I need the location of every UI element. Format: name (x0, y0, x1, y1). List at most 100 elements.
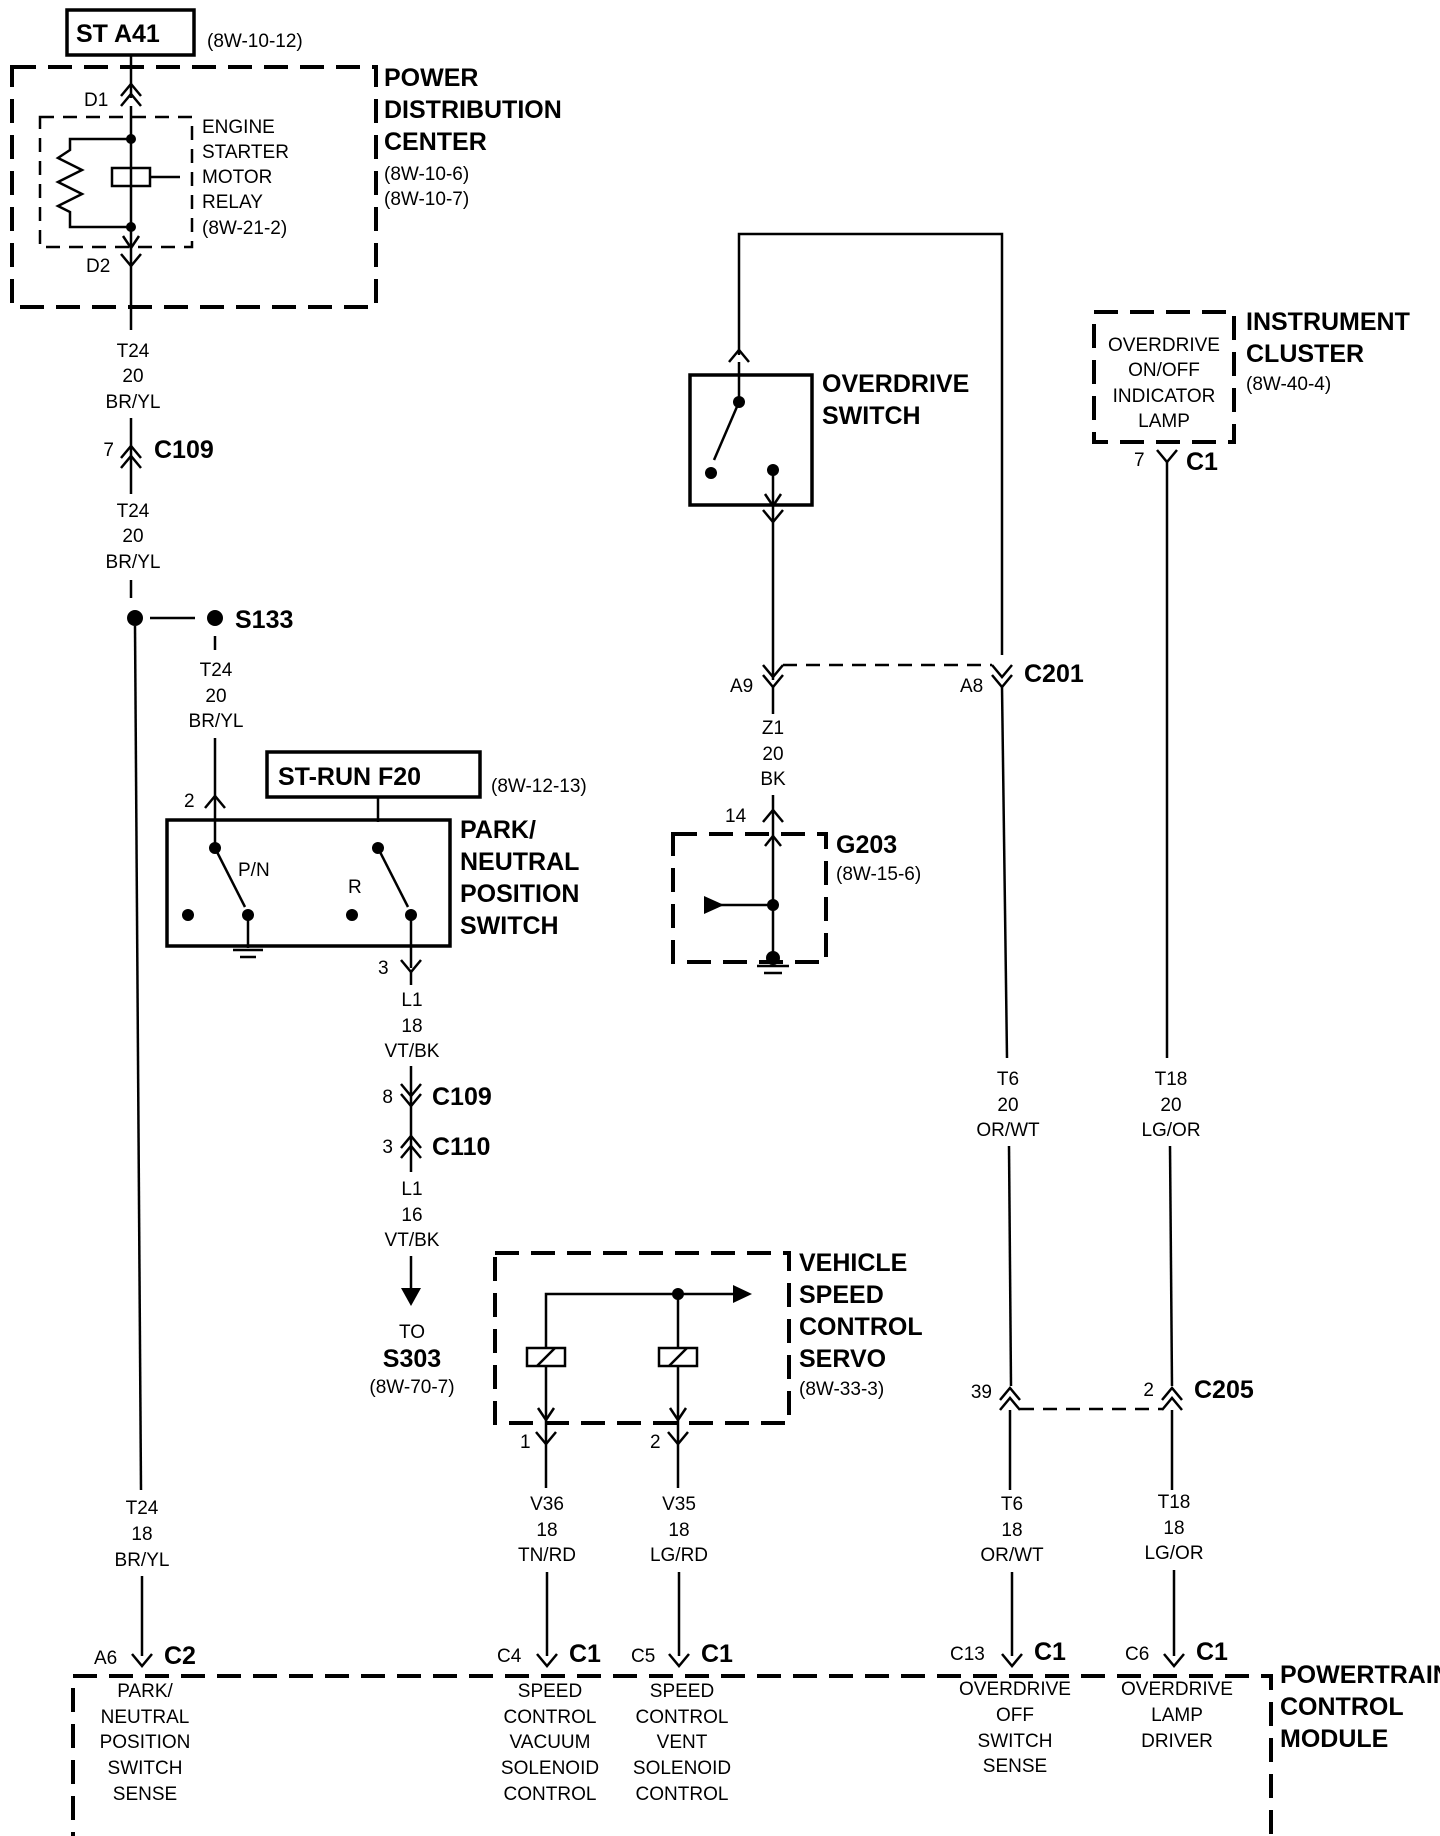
svg-text:OVERDRIVE: OVERDRIVE (959, 1679, 1071, 1700)
wire-label-t6-a: T6 20 OR/WT (976, 1069, 1040, 1141)
g203-outline (671, 832, 828, 964)
ic-title: INSTRUMENT CLUSTER (1246, 308, 1410, 368)
pcm-conn-c1-c: C1 (1034, 1638, 1066, 1666)
svg-text:(8W-21-2): (8W-21-2) (202, 218, 287, 239)
pcm-conn-c1-d: C1 (1196, 1638, 1228, 1666)
vsc-title: VEHICLE SPEED CONTROL SERVO (799, 1249, 923, 1373)
svg-text:PARK/: PARK/ (117, 1681, 173, 1702)
svg-text:T6: T6 (1001, 1494, 1023, 1515)
svg-text:SENSE: SENSE (113, 1784, 177, 1805)
pdc-ref-2: (8W-10-7) (384, 189, 469, 210)
connector-pn-in (204, 794, 226, 809)
pn-pin-out: 3 (378, 958, 389, 979)
pn-contact-pn-label: P/N (238, 860, 270, 881)
od-arrow (763, 493, 783, 509)
svg-text:18: 18 (668, 1520, 689, 1541)
wire-label-z1: Z1 20 BK (760, 718, 786, 790)
svg-text:20: 20 (122, 526, 143, 547)
svg-text:INDICATOR: INDICATOR (1113, 386, 1216, 407)
od-contact-open (705, 467, 717, 479)
vsc-supply-arrow (733, 1285, 752, 1303)
g203-name: G203 (836, 831, 897, 859)
svg-text:RELAY: RELAY (202, 192, 263, 213)
svg-text:CLUSTER: CLUSTER (1246, 340, 1364, 368)
c109-top-name: C109 (154, 436, 214, 464)
connector-c109-mid (400, 1083, 422, 1108)
svg-text:POSITION: POSITION (460, 880, 579, 908)
wire-label-t6-b: T6 18 OR/WT (980, 1494, 1044, 1566)
connector-pcm-c5 (668, 1653, 690, 1668)
svg-text:INSTRUMENT: INSTRUMENT (1246, 308, 1410, 336)
svg-text:T24: T24 (126, 1498, 159, 1519)
c201-pin-a8: A8 (960, 676, 983, 697)
svg-text:DRIVER: DRIVER (1141, 1731, 1213, 1752)
svg-text:SPEED: SPEED (650, 1681, 714, 1702)
svg-text:20: 20 (762, 744, 783, 765)
svg-text:ENGINE: ENGINE (202, 117, 275, 138)
connector-pcm-a6 (131, 1653, 153, 1668)
c201-name: C201 (1024, 660, 1084, 688)
svg-text:STARTER: STARTER (202, 142, 289, 163)
pcm-label-vacuum: SPEED CONTROL VACUUM SOLENOID CONTROL (501, 1681, 599, 1805)
svg-text:SWITCH: SWITCH (460, 912, 559, 940)
svg-text:18: 18 (536, 1520, 557, 1541)
svg-text:SWITCH: SWITCH (108, 1758, 183, 1779)
svg-text:SWITCH: SWITCH (822, 402, 921, 430)
svg-text:OR/WT: OR/WT (976, 1120, 1040, 1141)
svg-text:LAMP: LAMP (1151, 1705, 1203, 1726)
pdc-ref-1: (8W-10-6) (384, 164, 469, 185)
fuse-st-run-f20-label: ST-RUN F20 (278, 763, 421, 791)
svg-text:16: 16 (401, 1205, 422, 1226)
wire-t6-seg1 (1000, 686, 1009, 1059)
pcm-label-od-sense: OVERDRIVE OFF SWITCH SENSE (959, 1679, 1071, 1777)
svg-text:BK: BK (760, 769, 786, 790)
svg-text:CONTROL: CONTROL (799, 1313, 923, 1341)
pcm-conn-c2: C2 (164, 1642, 196, 1670)
wire-label-l1-b: L1 16 VT/BK (385, 1179, 440, 1251)
pcm-conn-c1-b: C1 (701, 1640, 733, 1668)
connector-ic-c1 (1156, 449, 1178, 464)
to-label: TO (399, 1322, 425, 1343)
wire-label-t18-a: T18 20 LG/OR (1141, 1069, 1200, 1141)
c110-pin: 3 (382, 1137, 393, 1158)
svg-text:T24: T24 (117, 501, 150, 522)
svg-text:L1: L1 (401, 1179, 422, 1200)
c201-pin-a9: A9 (730, 676, 753, 697)
c109-mid-name: C109 (432, 1083, 492, 1111)
pin-d1: D1 (84, 90, 108, 111)
pcm-outline (71, 1674, 1273, 1836)
c205-pin-2: 2 (1143, 1380, 1154, 1401)
g203-arrow (764, 833, 782, 847)
svg-text:TN/RD: TN/RD (518, 1545, 576, 1566)
vacuum-solenoid-arrow (536, 1407, 556, 1423)
svg-text:VACUUM: VACUUM (510, 1732, 591, 1753)
wire-label-t24-c: T24 20 BR/YL (189, 660, 244, 732)
splice-s133-label: S133 (235, 606, 293, 634)
pcm-pin-c4: C4 (497, 1646, 522, 1667)
fuse-st-run-f20-ref: (8W-12-13) (491, 776, 587, 797)
svg-text:PARK/: PARK/ (460, 816, 536, 844)
svg-text:VEHICLE: VEHICLE (799, 1249, 907, 1277)
svg-text:OVERDRIVE: OVERDRIVE (1108, 335, 1220, 356)
svg-text:20: 20 (997, 1095, 1018, 1116)
svg-text:POSITION: POSITION (100, 1732, 191, 1753)
pcm-label-vent: SPEED CONTROL VENT SOLENOID CONTROL (633, 1681, 731, 1805)
pcm-label-pn-sense: PARK/ NEUTRAL POSITION SWITCH SENSE (100, 1681, 191, 1805)
svg-text:CONTROL: CONTROL (636, 1784, 729, 1805)
svg-text:LAMP: LAMP (1138, 411, 1190, 432)
wire-label-t18-b: T18 18 LG/OR (1144, 1492, 1203, 1564)
svg-text:NEUTRAL: NEUTRAL (101, 1707, 190, 1728)
pcm-pin-c6: C6 (1125, 1644, 1149, 1665)
wire-t24-long (133, 625, 143, 1491)
ic-pin: 7 (1134, 450, 1145, 471)
svg-text:OFF: OFF (996, 1705, 1034, 1726)
svg-text:T6: T6 (997, 1069, 1019, 1090)
c109-mid-pin: 8 (382, 1087, 393, 1108)
connector-od-bottom (762, 509, 784, 524)
svg-text:BR/YL: BR/YL (189, 711, 244, 732)
pn-switch-title: PARK/ NEUTRAL POSITION SWITCH (460, 816, 579, 940)
pdc-title: POWER DISTRIBUTION CENTER (384, 64, 562, 156)
svg-text:LG/RD: LG/RD (650, 1545, 708, 1566)
svg-text:OVERDRIVE: OVERDRIVE (1121, 1679, 1233, 1700)
